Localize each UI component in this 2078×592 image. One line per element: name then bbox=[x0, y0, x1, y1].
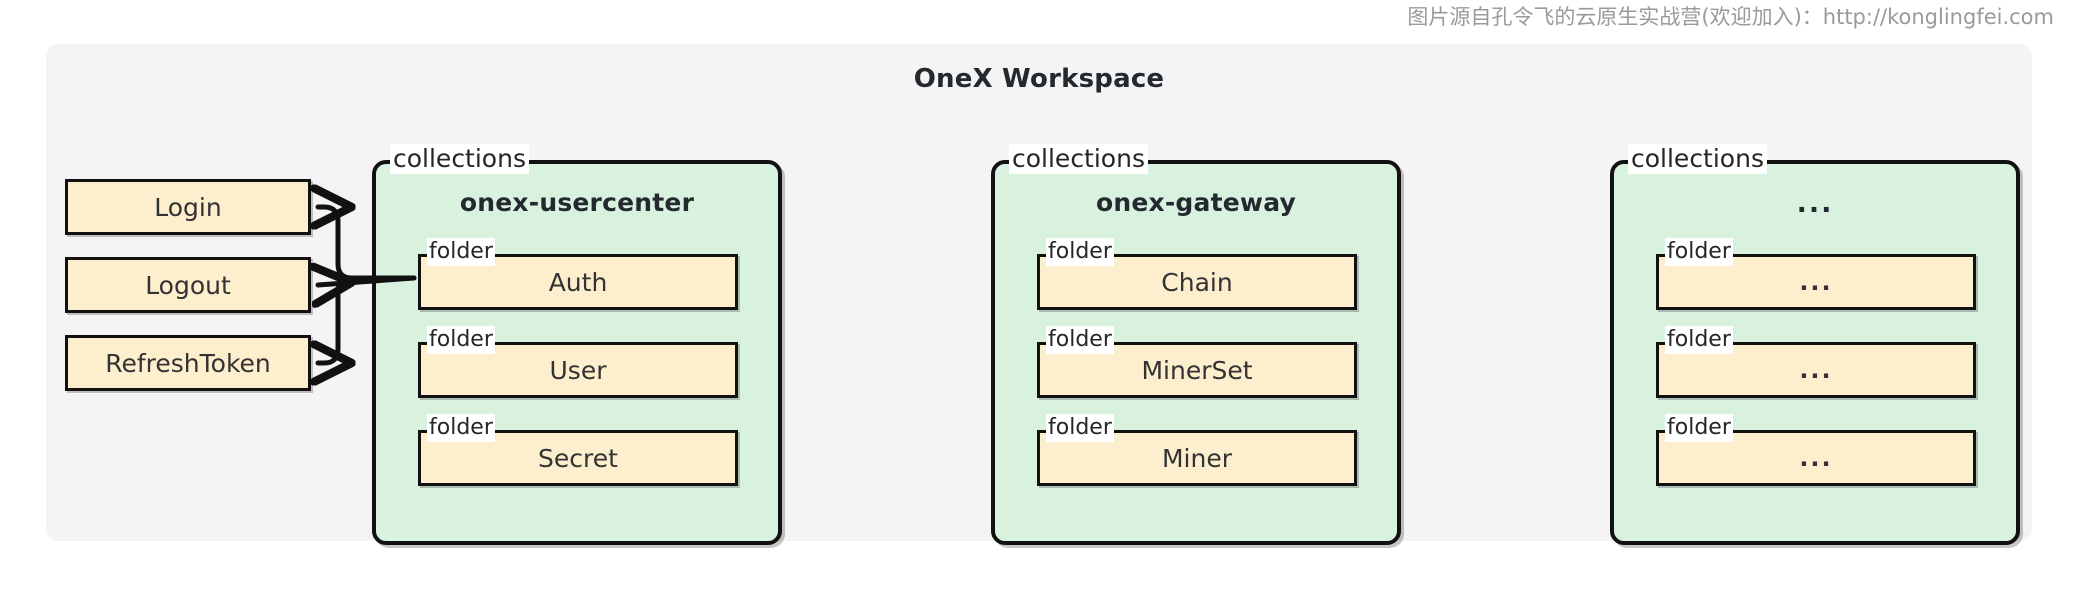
folder-tag-label: folder bbox=[1665, 238, 1733, 266]
folder-tag-label: folder bbox=[1046, 326, 1114, 354]
collection-onex-gateway[interactable]: collections onex-gateway folder Chain fo… bbox=[991, 144, 1401, 545]
folder-label: ... bbox=[1799, 444, 1833, 472]
endpoint-login[interactable]: Login bbox=[65, 179, 311, 235]
endpoint-logout[interactable]: Logout bbox=[65, 257, 311, 313]
folder-miner[interactable]: folder Miner bbox=[1037, 414, 1357, 486]
collection-tag-label: collections bbox=[390, 144, 529, 174]
folder-tag-label: folder bbox=[1665, 414, 1733, 442]
workspace-title: OneX Workspace bbox=[913, 64, 1165, 94]
folder-label: ... bbox=[1799, 268, 1833, 296]
collection-tag-label: collections bbox=[1009, 144, 1148, 174]
folder-more-3[interactable]: folder ... bbox=[1656, 414, 1976, 486]
endpoint-label: Logout bbox=[145, 270, 231, 300]
folder-label: Auth bbox=[548, 267, 608, 297]
folder-label: Miner bbox=[1161, 443, 1233, 473]
folder-secret[interactable]: folder Secret bbox=[418, 414, 738, 486]
folder-more-2[interactable]: folder ... bbox=[1656, 326, 1976, 398]
folder-tag-label: folder bbox=[1665, 326, 1733, 354]
folder-minerset[interactable]: folder MinerSet bbox=[1037, 326, 1357, 398]
folder-user[interactable]: folder User bbox=[418, 326, 738, 398]
folder-auth[interactable]: folder Auth bbox=[418, 238, 738, 310]
endpoint-refreshtoken[interactable]: RefreshToken bbox=[65, 335, 311, 391]
collection-title: ... bbox=[1796, 188, 1834, 219]
folder-tag-label: folder bbox=[427, 326, 495, 354]
folder-label: Chain bbox=[1161, 267, 1233, 297]
collection-tag-label: collections bbox=[1628, 144, 1767, 174]
folder-label: MinerSet bbox=[1141, 355, 1253, 385]
collection-more[interactable]: collections ... folder ... folder ... fo… bbox=[1610, 144, 2020, 545]
collection-title: onex-gateway bbox=[1096, 188, 1296, 217]
attribution-text: 图片源自孔令飞的云原生实战营(欢迎加入)：http://konglingfei.… bbox=[1407, 5, 2054, 29]
collection-onex-usercenter[interactable]: collections onex-usercenter folder Auth … bbox=[372, 144, 782, 545]
folder-tag-label: folder bbox=[427, 414, 495, 442]
folder-tag-label: folder bbox=[427, 238, 495, 266]
folder-label: ... bbox=[1799, 356, 1833, 384]
endpoint-label: RefreshToken bbox=[105, 348, 271, 378]
folder-more-1[interactable]: folder ... bbox=[1656, 238, 1976, 310]
folder-tag-label: folder bbox=[1046, 238, 1114, 266]
folder-chain[interactable]: folder Chain bbox=[1037, 238, 1357, 310]
folder-tag-label: folder bbox=[1046, 414, 1114, 442]
collection-title: onex-usercenter bbox=[459, 188, 695, 217]
endpoint-label: Login bbox=[154, 192, 222, 222]
folder-label: Secret bbox=[538, 443, 618, 473]
folder-label: User bbox=[549, 355, 607, 385]
